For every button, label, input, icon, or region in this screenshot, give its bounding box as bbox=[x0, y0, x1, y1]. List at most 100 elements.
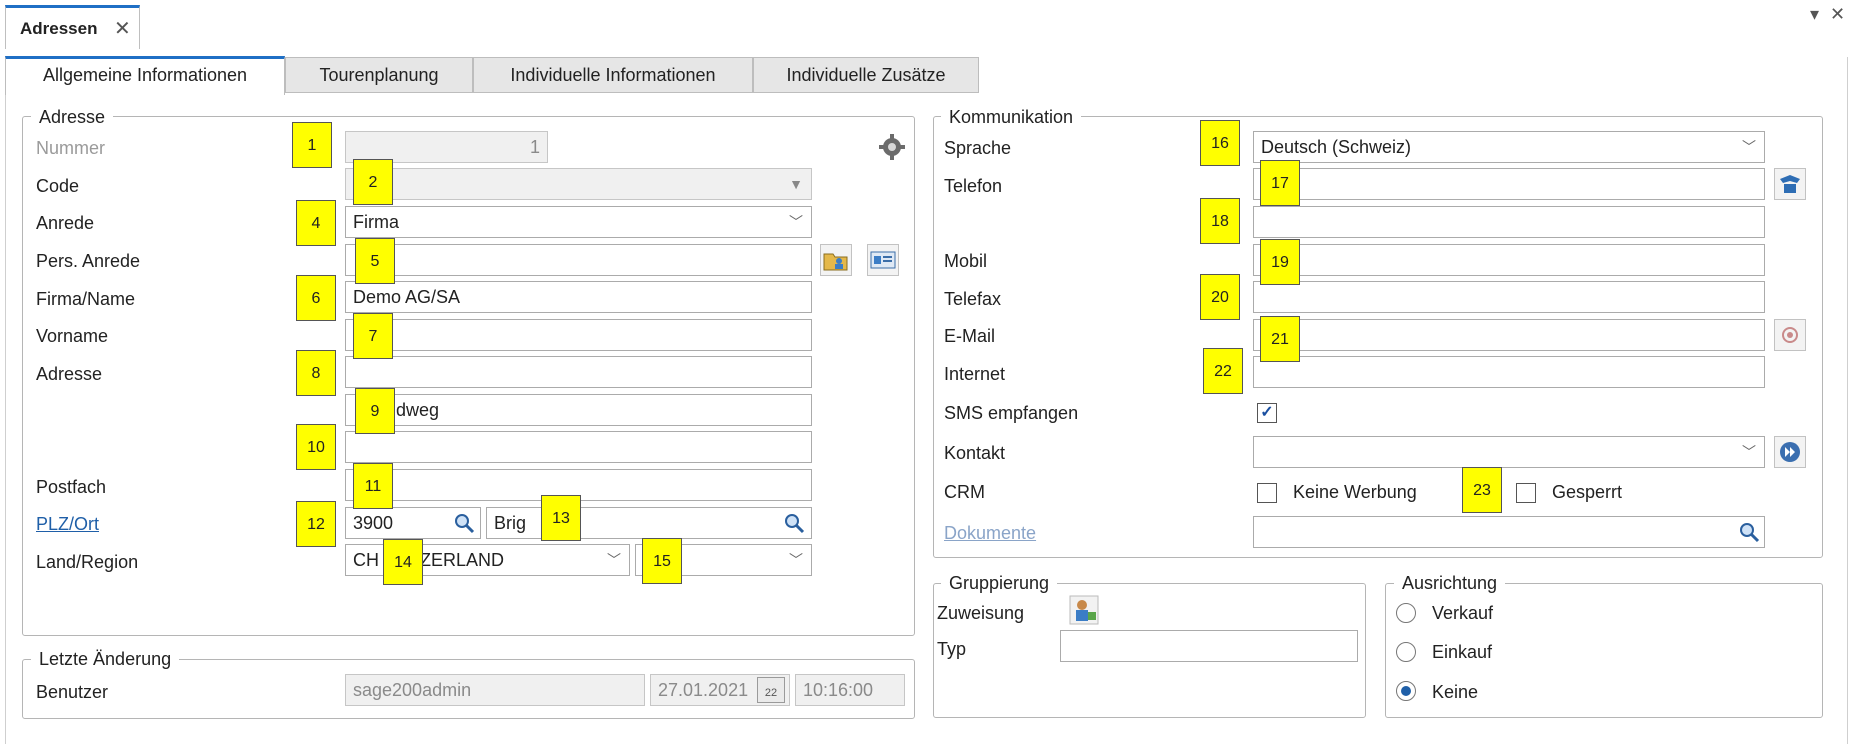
forward-icon bbox=[1780, 442, 1800, 462]
nummer-field: 1 bbox=[345, 131, 548, 163]
email-settings-button[interactable] bbox=[1774, 319, 1806, 351]
telefon2-input[interactable] bbox=[1253, 206, 1765, 238]
pers-anrede-folder-button[interactable] bbox=[820, 244, 852, 276]
pers-anrede-input[interactable] bbox=[345, 244, 812, 276]
label-telefax: Telefax bbox=[944, 289, 1002, 309]
doc-tab-adressen[interactable]: Adressen ✕ bbox=[5, 5, 140, 49]
marker-16: 16 bbox=[1200, 120, 1240, 166]
gruppierung-legend: Gruppierung bbox=[941, 572, 1058, 594]
label-telefon: Telefon bbox=[944, 176, 1003, 196]
marker-11: 11 bbox=[353, 463, 393, 509]
adresse-line2-input[interactable]: dweg bbox=[345, 394, 812, 426]
sms-empfangen-checkbox[interactable]: ✓ bbox=[1257, 403, 1277, 423]
tab-individuelle-zusaetze[interactable]: Individuelle Zusätze bbox=[753, 57, 979, 93]
email-settings-icon bbox=[1782, 327, 1798, 343]
plz-search-button[interactable] bbox=[448, 507, 480, 539]
pers-anrede-card-button[interactable] bbox=[867, 244, 899, 276]
radio-verkauf[interactable] bbox=[1396, 603, 1416, 623]
label-internet: Internet bbox=[944, 364, 1006, 384]
dokumente-search-button[interactable] bbox=[1733, 516, 1765, 548]
magnifier-icon bbox=[455, 514, 475, 534]
telefon-input[interactable] bbox=[1253, 168, 1765, 200]
calendar-day: 22 bbox=[764, 687, 778, 699]
marker-4: 4 bbox=[296, 200, 336, 246]
code-dropdown[interactable]: ▼ bbox=[345, 168, 812, 200]
label-nummer: Nummer bbox=[36, 138, 106, 158]
telefax-input[interactable] bbox=[1253, 281, 1765, 313]
marker-2: 2 bbox=[353, 159, 393, 205]
tab-tourenplanung[interactable]: Tourenplanung bbox=[285, 57, 473, 93]
dokumente-input[interactable] bbox=[1253, 516, 1765, 548]
radio-einkauf[interactable] bbox=[1396, 642, 1416, 662]
adresse-line3-input[interactable] bbox=[345, 431, 812, 463]
gear-icon bbox=[879, 134, 905, 160]
label-sprache: Sprache bbox=[944, 138, 1012, 158]
kontakt-dropdown[interactable]: ﹀ bbox=[1253, 436, 1765, 468]
user-assign-icon bbox=[1069, 595, 1099, 625]
radio-keine[interactable] bbox=[1396, 681, 1416, 701]
marker-23: 23 bbox=[1462, 467, 1502, 513]
anrede-dropdown[interactable]: Firma ﹀ bbox=[345, 206, 812, 238]
adresse-group bbox=[22, 116, 915, 636]
email-input[interactable] bbox=[1253, 319, 1765, 351]
window-close-icon[interactable]: ✕ bbox=[1830, 4, 1846, 24]
ort-input[interactable]: Brig bbox=[486, 507, 812, 539]
ausrichtung-group bbox=[1385, 583, 1823, 718]
marker-8: 8 bbox=[296, 350, 336, 396]
marker-18: 18 bbox=[1200, 198, 1240, 244]
letzte-aenderung-legend: Letzte Änderung bbox=[31, 648, 180, 670]
tab-allgemeine-informationen[interactable]: Allgemeine Informationen bbox=[5, 56, 285, 95]
kommunikation-legend: Kommunikation bbox=[941, 106, 1082, 128]
tab-individuelle-informationen[interactable]: Individuelle Informationen bbox=[473, 57, 753, 93]
label-land-region: Land/Region bbox=[36, 552, 139, 572]
label-zuweisung: Zuweisung bbox=[937, 603, 1025, 623]
internet-input[interactable] bbox=[1253, 356, 1765, 388]
address-card-icon bbox=[870, 251, 896, 269]
marker-19: 19 bbox=[1260, 239, 1300, 285]
kommunikation-group bbox=[933, 116, 1823, 558]
nummer-settings-button[interactable] bbox=[877, 130, 907, 162]
gesperrt-checkbox[interactable] bbox=[1516, 483, 1536, 503]
kontakt-chevron-down-icon: ﹀ bbox=[1742, 444, 1756, 460]
magnifier-icon bbox=[1740, 523, 1760, 543]
benutzer-field: sage200admin bbox=[345, 674, 645, 706]
land-value: CH ITZERLAND bbox=[353, 550, 505, 570]
label-verkauf: Verkauf bbox=[1432, 603, 1494, 623]
marker-17: 17 bbox=[1260, 160, 1300, 206]
marker-20: 20 bbox=[1200, 274, 1240, 320]
label-dokumente-link[interactable]: Dokumente bbox=[944, 523, 1037, 543]
label-kontakt: Kontakt bbox=[944, 443, 1006, 463]
telefon-dial-button[interactable] bbox=[1774, 168, 1806, 200]
typ-input[interactable] bbox=[1060, 630, 1358, 662]
adresse-legend: Adresse bbox=[31, 106, 114, 128]
sprache-dropdown[interactable]: Deutsch (Schweiz) ﹀ bbox=[1253, 131, 1765, 163]
marker-5: 5 bbox=[355, 238, 395, 284]
time-field: 10:16:00 bbox=[795, 674, 905, 706]
marker-21: 21 bbox=[1260, 316, 1300, 362]
firma-name-input[interactable]: Demo AG/SA bbox=[345, 281, 812, 313]
label-plz-ort-link[interactable]: PLZ/Ort bbox=[36, 514, 100, 534]
mobil-input[interactable] bbox=[1253, 244, 1765, 276]
label-benutzer: Benutzer bbox=[36, 682, 109, 702]
region-chevron-down-icon: ﹀ bbox=[789, 552, 803, 568]
kontakt-forward-button[interactable] bbox=[1774, 436, 1806, 468]
phone-icon bbox=[1780, 175, 1800, 193]
label-postfach: Postfach bbox=[36, 477, 107, 497]
label-sms-empfangen: SMS empfangen bbox=[944, 403, 1079, 423]
adresse-line1-input[interactable] bbox=[345, 356, 812, 388]
marker-9: 9 bbox=[355, 388, 395, 434]
doc-tab-title: Adressen bbox=[20, 19, 98, 38]
keine-werbung-label: Keine Werbung bbox=[1293, 482, 1417, 502]
label-firma-name: Firma/Name bbox=[36, 289, 136, 309]
label-mobil: Mobil bbox=[944, 251, 988, 271]
sprache-value: Deutsch (Schweiz) bbox=[1261, 137, 1412, 157]
window-menu-icon[interactable]: ▾ bbox=[1810, 4, 1820, 24]
vorname-input[interactable] bbox=[345, 319, 812, 351]
marker-22: 22 bbox=[1203, 348, 1243, 394]
ort-search-button[interactable] bbox=[778, 507, 810, 539]
gruppierung-group bbox=[933, 583, 1366, 718]
doc-tab-close-icon[interactable]: ✕ bbox=[114, 18, 131, 40]
label-einkauf: Einkauf bbox=[1432, 642, 1493, 662]
keine-werbung-checkbox[interactable] bbox=[1257, 483, 1277, 503]
zuweisung-button[interactable] bbox=[1068, 594, 1100, 626]
